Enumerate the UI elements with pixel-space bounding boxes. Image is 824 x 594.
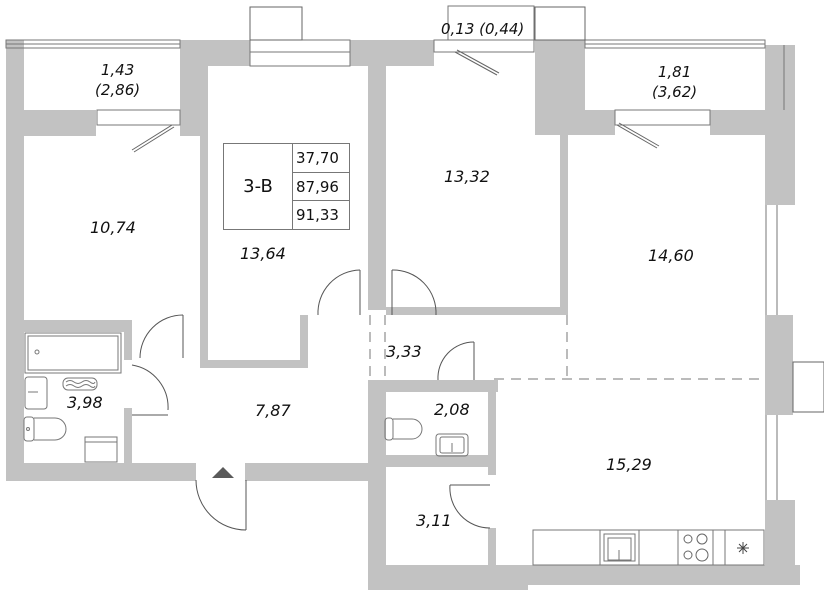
toilet-icon [23, 416, 67, 442]
entrance-arrow-icon [212, 467, 234, 478]
balcony-doors [131, 49, 660, 153]
room-label-storage: 3,11 [416, 511, 452, 530]
total-area-with-balconies: 91,33 [296, 206, 339, 225]
living-area: 37,70 [293, 144, 349, 173]
towel-dryer-icon [62, 377, 98, 391]
walls [6, 40, 800, 590]
room-label-balcony-center: 0,13 (0,44) [441, 20, 525, 38]
room-label-balcony-left: 1,43 (2,86) [95, 61, 141, 100]
total-area: 87,96 [293, 173, 349, 202]
wc-toilet-icon [384, 417, 423, 441]
hood-icon [737, 542, 749, 554]
bathtub-icon [24, 332, 122, 374]
apartment-code: 3-B [224, 144, 293, 229]
zone-dividers [369, 315, 765, 380]
room-label-hallway: 7,87 [255, 401, 291, 420]
room-label-corridor: 3,33 [386, 342, 422, 361]
window-frames [5, 5, 785, 500]
door-swings [131, 269, 491, 531]
room-label-bedroom-left: 10,74 [90, 218, 136, 237]
room-label-bathroom: 3,98 [67, 393, 103, 412]
stove-icon [683, 533, 709, 562]
room-label-wc: 2,08 [434, 400, 470, 419]
wc-sink-icon [435, 433, 469, 457]
apartment-info-box: 3-B 37,70 87,96 91,33 [223, 143, 350, 230]
ac-units [249, 6, 824, 413]
room-label-bedroom-middle: 13,64 [240, 244, 286, 263]
room-label-bedroom-center: 13,32 [444, 167, 490, 186]
washing-machine-icon [84, 436, 118, 463]
room-label-balcony-right: 1,81 (3,62) [652, 63, 698, 102]
room-label-bedroom-right: 14,60 [648, 246, 694, 265]
kitchen-counter [532, 529, 765, 566]
sink-icon [24, 376, 48, 410]
room-label-kitchen-living: 15,29 [606, 455, 652, 474]
